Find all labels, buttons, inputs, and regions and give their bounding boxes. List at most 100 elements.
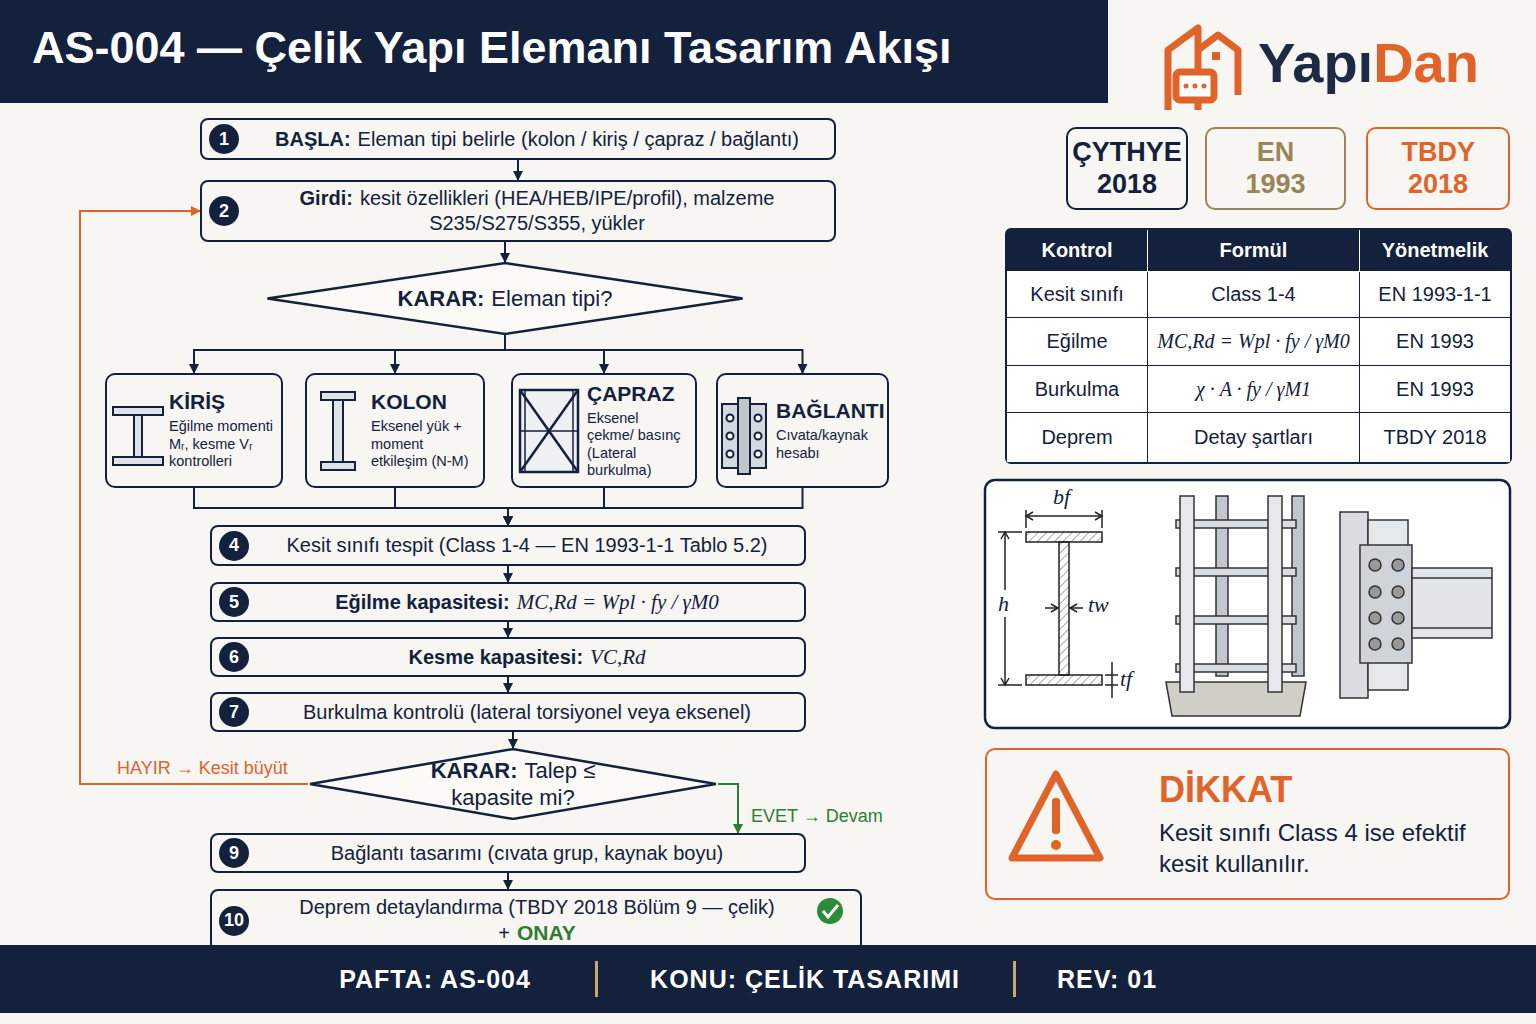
footer-text: REV: 01 bbox=[1057, 965, 1157, 994]
element-type-box: KİRİŞ Eğilme momenti Mᵣ, kesme Vᵣ kontrol… bbox=[105, 373, 283, 488]
badge-text: EN 1993 bbox=[1245, 137, 1305, 199]
flow-connector bbox=[507, 566, 509, 582]
step-text: Bağlantı tasarımı (cıvata grup, kaynak b… bbox=[331, 841, 723, 866]
dimension-label: tf bbox=[1120, 666, 1132, 692]
step-number: 9 bbox=[219, 838, 249, 868]
step-number: 6 bbox=[219, 642, 249, 672]
edge-label: HAYIR → Kesit büyüt bbox=[114, 758, 291, 779]
step-text-part: BAŞLA: bbox=[275, 128, 351, 150]
type-heading: ÇAPRAZ bbox=[587, 382, 675, 406]
type-heading: BAĞLANTI bbox=[776, 399, 885, 423]
footer-text: PAFTA: AS-004 bbox=[339, 965, 531, 994]
logo-text: Dan bbox=[1373, 31, 1479, 94]
logo-text: Yapı bbox=[1258, 31, 1373, 94]
process-box: 7Burkulma kontrolü (lateral torsiyonel v… bbox=[210, 692, 806, 732]
step-text-part: VC,Rd bbox=[590, 645, 645, 669]
step-text: Kesme kapasitesi: VC,Rd bbox=[409, 644, 646, 670]
dimension-label: h bbox=[998, 591, 1009, 617]
decision-text: KARAR:Talep ≤ kapasite mi? bbox=[388, 757, 638, 812]
process-box: 6 Kesme kapasitesi: VC,Rd bbox=[210, 637, 806, 677]
step-number: 4 bbox=[219, 531, 249, 561]
table-cell: Kesit sınıfı bbox=[1007, 272, 1148, 318]
flow-connector bbox=[504, 242, 506, 262]
type-description: Eğilme momenti Mᵣ, kesme Vᵣ kontrolleri bbox=[169, 418, 273, 470]
flow-connector bbox=[507, 873, 509, 889]
step-text-part: Eleman tipi belirle (kolon / kiriş / çap… bbox=[358, 128, 799, 150]
flow-connector bbox=[508, 488, 803, 525]
flow-connector bbox=[507, 677, 509, 692]
decision-diamond: KARAR:Eleman tipi? bbox=[265, 262, 745, 335]
decision-text: KARAR:Eleman tipi? bbox=[398, 285, 613, 313]
code-badge: EN 1993 bbox=[1205, 127, 1346, 210]
warning-text: Kesit sınıfı Class 4 ise efektif kesit k… bbox=[1159, 817, 1492, 879]
table-cell: TBDY 2018 bbox=[1360, 413, 1510, 462]
flow-connector bbox=[512, 732, 514, 748]
step-text: Eğilme kapasitesi: MC,Rd = Wpl · fy / γM0 bbox=[335, 589, 719, 615]
table-header-cell: Yönetmelik bbox=[1360, 230, 1510, 272]
step-text: Kesit sınıfı tespit (Class 1-4 — EN 1993… bbox=[287, 533, 768, 558]
decision-diamond: KARAR:Talep ≤ kapasite mi? bbox=[308, 748, 718, 820]
type-heading: KİRİŞ bbox=[169, 390, 225, 414]
decision-question: Eleman tipi? bbox=[491, 286, 612, 311]
type-description: Eksenel çekme/ basınç (Lateral burkulma) bbox=[587, 410, 687, 480]
footer-text: KONU: ÇELİK TASARIMI bbox=[650, 965, 960, 994]
step-text: Burkulma kontrolü (lateral torsiyonel ve… bbox=[303, 700, 751, 725]
step-text-part: Kesme kapasitesi: bbox=[409, 646, 584, 668]
step-text-part: Kesit sınıfı tespit (Class 1-4 — EN 1993… bbox=[287, 534, 768, 556]
decision-keyword: KARAR: bbox=[431, 758, 518, 783]
flow-connector bbox=[507, 622, 509, 637]
warning-icon bbox=[1012, 774, 1100, 858]
flow-connector bbox=[508, 488, 604, 525]
table-cell: Deprem bbox=[1007, 413, 1148, 462]
step-text-part: kesit özellikleri (HEA/HEB/IPE/profil), … bbox=[360, 187, 775, 234]
step-number: 5 bbox=[219, 587, 249, 617]
type-heading: KOLON bbox=[371, 390, 447, 414]
flow-connector bbox=[505, 335, 803, 373]
column-icon bbox=[321, 392, 355, 470]
connection-icon bbox=[722, 398, 766, 474]
step-text: BAŞLA: Eleman tipi belirle (kolon / kiriş… bbox=[275, 127, 799, 152]
process-box: 4 Kesit sınıfı tespit (Class 1-4 — EN 199… bbox=[210, 525, 806, 566]
step-number: 10 bbox=[219, 906, 249, 936]
step-text: Deprem detaylandırma (TBDY 2018 Bölüm 9 … bbox=[264, 895, 810, 946]
table-cell: Class 1-4 bbox=[1148, 272, 1360, 318]
footer-separator bbox=[1013, 961, 1016, 997]
table-cell: EN 1993 bbox=[1360, 366, 1510, 413]
logo-icon bbox=[1168, 28, 1238, 110]
step-text-part: Bağlantı tasarımı (cıvata grup, kaynak b… bbox=[331, 842, 723, 864]
footer-band: PAFTA: AS-004 KONU: ÇELİK TASARIMI REV: 01 bbox=[0, 945, 1536, 1013]
process-box: 2 Girdi:kesit özellikleri (HEA/HEB/IPE/pr… bbox=[200, 180, 836, 242]
element-type-box: ÇAPRAZ Eksenel çekme/ basınç (Lateral bur… bbox=[511, 373, 697, 488]
bracing-icon bbox=[520, 390, 578, 472]
type-description: Cıvata/kaynak hesabı bbox=[776, 427, 879, 462]
table-header-cell: Kontrol bbox=[1007, 230, 1148, 272]
table-cell: EN 1993-1-1 bbox=[1360, 272, 1510, 318]
table-cell: Burkulma bbox=[1007, 366, 1148, 413]
process-box: 9 Bağlantı tasarımı (cıvata grup, kaynak … bbox=[210, 833, 806, 873]
header-band bbox=[0, 0, 1108, 103]
step-text: Girdi:kesit özellikleri (HEA/HEB/IPE/pro… bbox=[254, 186, 820, 236]
step-text-part: Eğilme kapasitesi: bbox=[335, 591, 510, 613]
flow-connector bbox=[505, 335, 604, 373]
process-box: 1 BAŞLA: Eleman tipi belirle (kolon / kiri… bbox=[200, 118, 836, 160]
step-text-part: MC,Rd = Wpl · fy / γM0 bbox=[517, 590, 719, 614]
element-type-box: KOLONEksenel yük + moment etkileşim (N-M… bbox=[305, 373, 485, 488]
table-cell: MC,Rd = Wpl · fy / γM0 bbox=[1148, 318, 1360, 366]
bolted-connection-drawing bbox=[1340, 512, 1492, 698]
frame-drawing bbox=[1166, 496, 1306, 716]
warning-box: DİKKATKesit sınıfı Class 4 ise efektif k… bbox=[985, 748, 1510, 900]
code-badge: ÇYTHYE 2018 bbox=[1066, 127, 1188, 210]
flow-connector bbox=[395, 335, 505, 373]
table-cell: χ · A · fy / γM1 bbox=[1148, 366, 1360, 413]
table-cell: Eğilme bbox=[1007, 318, 1148, 366]
table-header-cell: Formül bbox=[1148, 230, 1360, 272]
step-number: 2 bbox=[209, 196, 239, 226]
step-number: 1 bbox=[209, 124, 239, 154]
illustration-panel bbox=[985, 480, 1510, 728]
logo-wordmark: YapıDan bbox=[1258, 30, 1479, 95]
edge-label: EVET → Devam bbox=[748, 806, 886, 827]
step-text-part: ONAY bbox=[517, 921, 576, 944]
flow-connector bbox=[194, 335, 505, 373]
flow-connector bbox=[395, 488, 508, 525]
i-section-drawing bbox=[998, 510, 1118, 698]
